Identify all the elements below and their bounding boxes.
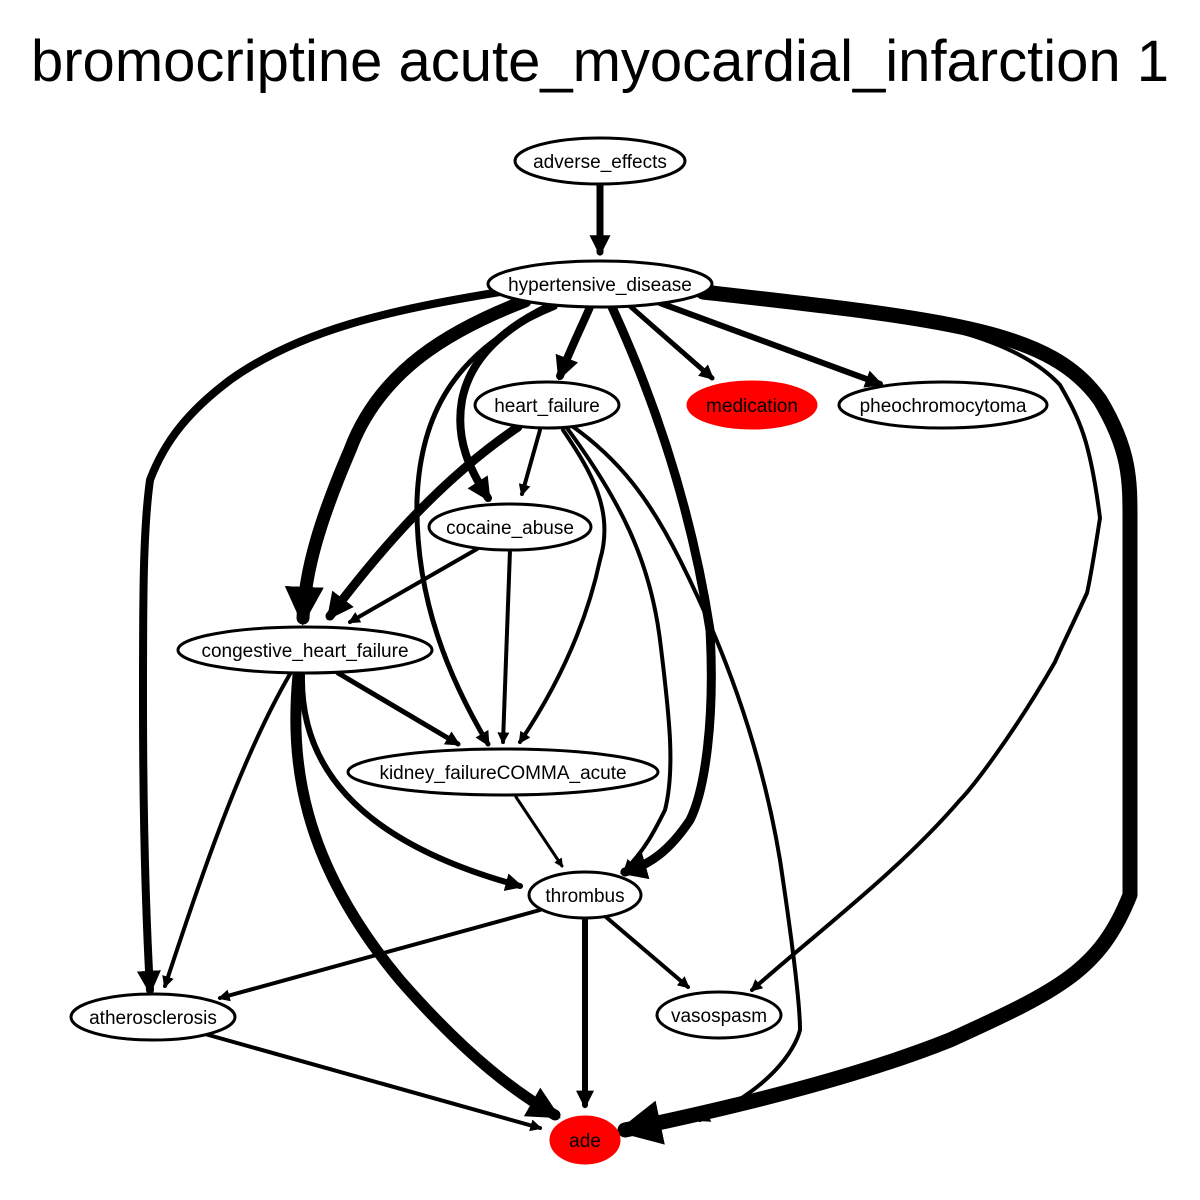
edge-heart-failure-to-cocaine-abuse (518, 428, 542, 497)
edge-hypertensive-disease-to-vasospasm (703, 291, 1102, 992)
edge-thrombus-to-vasospasm (604, 915, 690, 989)
node-ellipse (549, 1115, 621, 1165)
node-label: heart_failure (494, 396, 600, 417)
node-hypertensive-disease: hypertensive_disease (486, 259, 714, 309)
edge-hypertensive-disease-to-pheochromocytoma (657, 300, 884, 388)
node-ellipse (837, 380, 1049, 430)
node-label: congestive_heart_failure (201, 641, 408, 662)
edge-heart-failure-to-congestive-heart-failure (325, 422, 523, 621)
node-label: adverse_effects (533, 152, 667, 173)
node-heart-failure: heart_failure (473, 380, 621, 430)
edges-layer (136, 181, 1138, 1145)
node-ellipse (346, 747, 660, 797)
node-label: ade (569, 1131, 601, 1152)
edge-congestive-heart-failure-to-ade (290, 669, 561, 1121)
edge-kidney-failure-acute-to-thrombus (514, 795, 564, 868)
node-cocaine-abuse: cocaine_abuse (427, 502, 593, 552)
node-congestive-heart-failure: congestive_heart_failure (176, 625, 434, 675)
node-label: atherosclerosis (89, 1008, 217, 1029)
node-vasospasm: vasospasm (655, 990, 783, 1040)
node-label: vasospasm (671, 1006, 767, 1027)
edge-heart-failure-to-thrombus (565, 426, 673, 872)
edge-heart-failure-to-ade (570, 424, 802, 1122)
node-thrombus: thrombus (527, 870, 643, 920)
node-ellipse (427, 502, 593, 552)
node-label: kidney_failureCOMMA_acute (379, 763, 626, 784)
edge-cocaine-abuse-to-congestive-heart-failure (347, 547, 479, 624)
edge-hypertensive-disease-to-ade (616, 284, 1138, 1145)
edge-heart-failure-to-kidney-failure-acute (518, 428, 607, 744)
node-ellipse (486, 259, 714, 309)
node-label: hypertensive_disease (508, 275, 692, 296)
node-ade: ade (549, 1115, 621, 1165)
edge-hypertensive-disease-to-heart-failure (555, 303, 594, 381)
node-ellipse (69, 992, 237, 1042)
edge-hypertensive-disease-to-kidney-failure-acute (414, 304, 558, 747)
nodes-layer: adverse_effects hypertensive_diseaseheart… (69, 136, 1049, 1165)
node-medication: medication (686, 380, 818, 430)
edge-atherosclerosis-to-ade (203, 1032, 543, 1132)
edge-hypertensive-disease-to-congestive-heart-failure (284, 294, 532, 626)
node-ellipse (655, 990, 783, 1040)
node-atherosclerosis: atherosclerosis (69, 992, 237, 1042)
node-pheochromocytoma: pheochromocytoma (837, 380, 1049, 430)
edge-congestive-heart-failure-to-kidney-failure-acute (335, 670, 461, 747)
node-ellipse (513, 136, 687, 186)
node-label: cocaine_abuse (446, 518, 574, 539)
node-ellipse (473, 380, 621, 430)
edge-hypertensive-disease-to-atherosclerosis (136, 288, 504, 995)
edge-hypertensive-disease-to-medication (627, 303, 715, 381)
node-label: thrombus (545, 886, 624, 907)
node-ellipse (527, 870, 643, 920)
edge-congestive-heart-failure-to-atherosclerosis (162, 672, 292, 989)
node-adverse-effects: adverse_effects (513, 136, 687, 186)
edge-cocaine-abuse-to-kidney-failure-acute (497, 548, 512, 745)
node-label: pheochromocytoma (860, 396, 1027, 417)
node-label: medication (706, 396, 798, 417)
node-ellipse (176, 625, 434, 675)
edge-thrombus-to-atherosclerosis (217, 908, 542, 1002)
edge-hypertensive-disease-to-thrombus (607, 302, 716, 880)
diagram-title: bromocriptine acute_myocardial_infarctio… (30, 29, 1170, 94)
node-kidney-failure-acute: kidney_failureCOMMA_acute (346, 747, 660, 797)
node-ellipse (686, 380, 818, 430)
edge-congestive-heart-failure-to-thrombus (298, 671, 524, 891)
